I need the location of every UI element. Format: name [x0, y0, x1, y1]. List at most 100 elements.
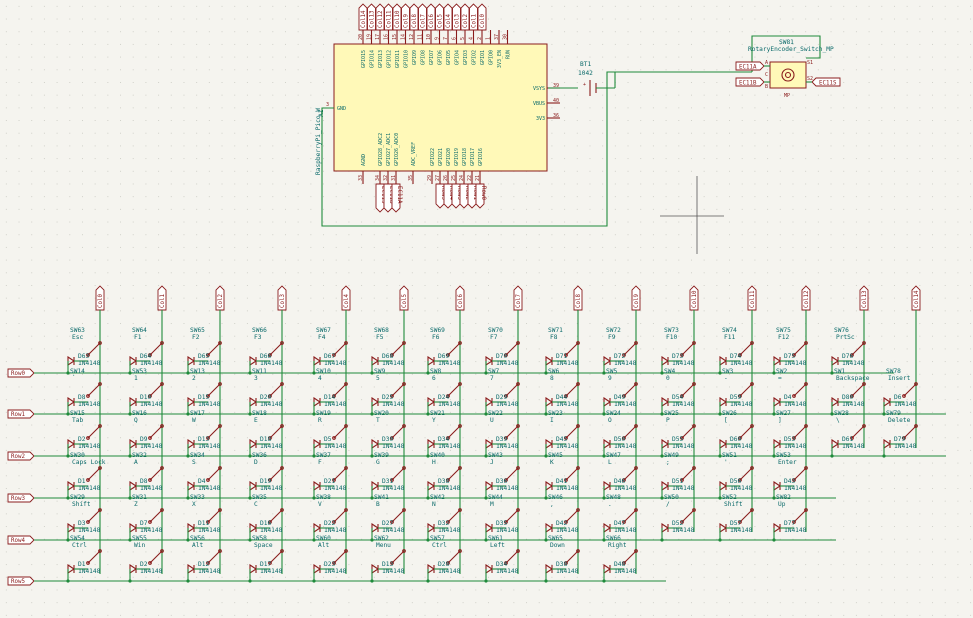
gnd-wire[interactable]: [321, 71, 752, 227]
column-label-col5[interactable]: Col5: [399, 285, 409, 311]
column-label-col13[interactable]: Col13: [859, 285, 869, 311]
global-label-col7[interactable]: Col7: [418, 3, 427, 31]
global-label-col9[interactable]: Col9: [401, 3, 410, 31]
global-label-row1[interactable]: Row1: [467, 183, 478, 209]
column-label-col11[interactable]: Col11: [747, 285, 757, 311]
row-label-row3[interactable]: Row3: [7, 493, 35, 503]
global-label-col8[interactable]: Col8: [409, 3, 419, 31]
battery-symbol[interactable]: BT1 1042 +: [548, 61, 616, 96]
row-label-row5[interactable]: Row5: [7, 576, 35, 586]
global-label-row5[interactable]: Row5: [435, 183, 446, 209]
global-label-col4[interactable]: Col4: [443, 3, 453, 31]
column-label-col3[interactable]: Col3: [277, 285, 287, 311]
global-label-row0[interactable]: Row0: [475, 183, 486, 209]
global-label-col1[interactable]: Col1: [469, 3, 478, 31]
global-label-col6[interactable]: Col6: [426, 3, 436, 31]
column-label-col14[interactable]: Col14: [911, 285, 921, 311]
row-label-row2[interactable]: Row2: [7, 451, 35, 461]
global-label-ec11a[interactable]: EC11A: [391, 183, 402, 213]
column-label-col2[interactable]: Col2: [215, 285, 225, 311]
global-label-ec11s[interactable]: EC11S: [375, 183, 386, 213]
encoder-label-s[interactable]: EC11S: [811, 77, 841, 87]
column-label-col9[interactable]: Col9: [631, 285, 641, 311]
row-label-row4[interactable]: Row4: [7, 535, 35, 545]
row-label-row0[interactable]: Row0: [7, 368, 35, 378]
encoder-label-a[interactable]: EC11A: [735, 61, 765, 71]
column-label-col10[interactable]: Col10: [689, 285, 699, 311]
global-label-col3[interactable]: Col3: [452, 3, 461, 31]
global-label-row4[interactable]: Row4: [443, 183, 454, 209]
global-label-col10[interactable]: Col10: [392, 3, 402, 31]
global-label-row2[interactable]: Row2: [459, 183, 470, 209]
global-label-col13[interactable]: Col13: [367, 3, 376, 31]
column-label-col6[interactable]: Col6: [455, 285, 465, 311]
column-label-col12[interactable]: Col12: [801, 285, 811, 311]
mcu-symbol[interactable]: RaspberryPi_Pico_W A1 GPIO1520Col14GPIO1…: [315, 3, 560, 213]
global-label-ec11b[interactable]: EC11B: [383, 183, 394, 213]
column-label-col1[interactable]: Col1: [157, 285, 167, 311]
global-label-col12[interactable]: Col12: [375, 3, 385, 31]
global-label-col14[interactable]: Col14: [358, 3, 368, 31]
